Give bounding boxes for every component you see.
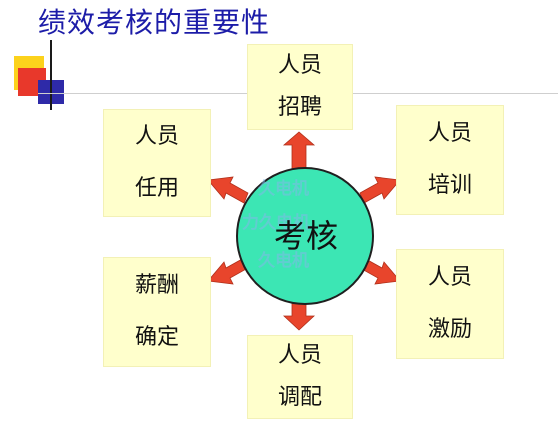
slide-title: 绩效考核的重要性 (38, 6, 271, 39)
node-recruit: 人员 招聘 (248, 45, 352, 129)
deco-vertical-line (50, 40, 52, 110)
node-motivate-line1: 人员 (427, 265, 472, 290)
node-salary-line2: 确定 (134, 325, 179, 350)
watermark-line-2: 力久电机 (242, 212, 310, 233)
node-appoint-line2: 任用 (134, 176, 179, 201)
node-salary: 薪酬 确定 (104, 258, 210, 366)
node-transfer-line2: 调配 (277, 385, 322, 410)
node-transfer-line1: 人员 (277, 343, 322, 368)
node-train-line2: 培训 (427, 173, 472, 198)
node-motivate-line2: 激励 (427, 317, 472, 342)
arrow-upper-right (359, 176, 401, 204)
watermark-line-1: 久电机 (258, 178, 309, 199)
center-label: 考核 (273, 217, 338, 255)
node-recruit-line1: 人员 (277, 53, 322, 78)
node-train-line1: 人员 (427, 121, 472, 146)
node-motivate: 人员 激励 (397, 250, 503, 358)
node-transfer: 人员 调配 (248, 336, 352, 418)
node-train: 人员 培训 (397, 106, 503, 214)
node-appoint-line1: 人员 (134, 124, 179, 149)
arrow-upper-left (207, 176, 249, 204)
node-recruit-line2: 招聘 (277, 95, 322, 120)
center-circle (236, 167, 374, 305)
node-appoint: 人员 任用 (104, 110, 210, 216)
node-salary-line1: 薪酬 (134, 273, 179, 298)
watermark-line-3: 久电机 (258, 250, 309, 271)
